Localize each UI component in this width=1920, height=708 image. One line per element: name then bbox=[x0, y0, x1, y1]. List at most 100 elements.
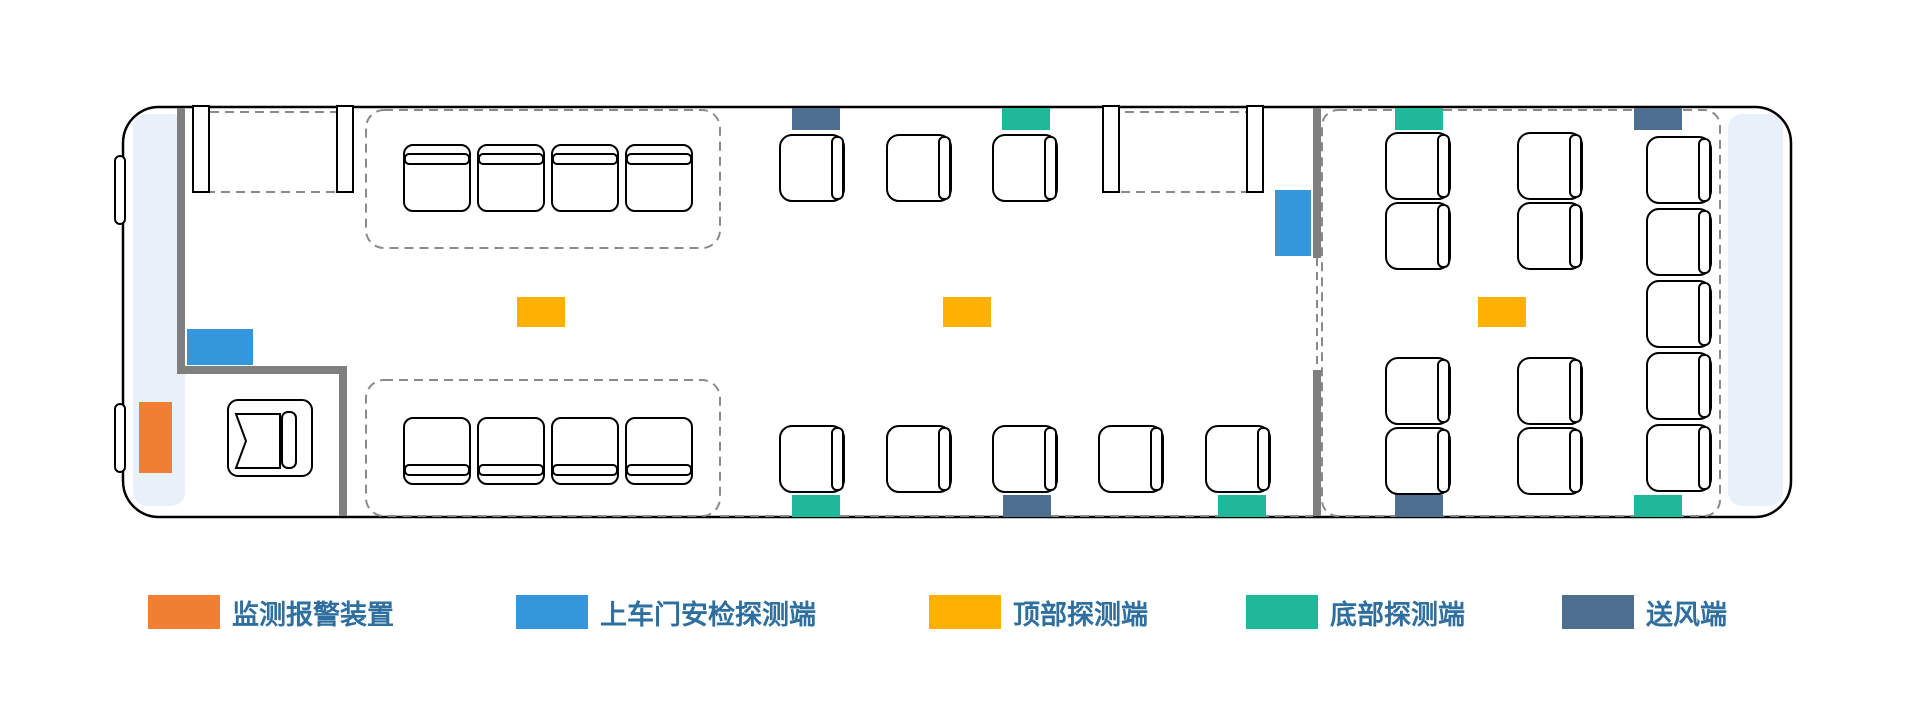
bottom-detector-marker-4 bbox=[1218, 495, 1266, 517]
seat-17 bbox=[1646, 136, 1712, 204]
driver-seat-back bbox=[281, 411, 297, 469]
door-detector-marker-middle bbox=[1275, 190, 1311, 256]
bench-seat-top-4-back bbox=[626, 153, 692, 165]
bench-seats bbox=[403, 144, 693, 485]
middle-door bbox=[1102, 105, 1264, 193]
legend-swatch-top-detector bbox=[929, 595, 1001, 629]
seat-10-back bbox=[1437, 204, 1450, 268]
legend-item-door-detector: 上车门安检探测端 bbox=[516, 594, 816, 631]
seat-13-back bbox=[1437, 359, 1450, 423]
driver-seat-cushion bbox=[234, 413, 281, 469]
front-bump-bottom bbox=[114, 403, 126, 473]
bottom-detector-marker-2 bbox=[1395, 108, 1443, 130]
bottom-detector-marker-1 bbox=[1002, 108, 1050, 130]
bench-seat-bottom-4-back bbox=[626, 464, 692, 476]
front-door bbox=[192, 105, 354, 193]
seat-11-back bbox=[1569, 134, 1582, 198]
front-seat-zone-top bbox=[365, 109, 721, 249]
bench-seat-bottom-2-back bbox=[478, 464, 544, 476]
seat-9-back bbox=[1437, 134, 1450, 198]
air-supply-marker-2 bbox=[1634, 108, 1682, 130]
bench-seat-bottom-1 bbox=[403, 417, 471, 485]
seat-15 bbox=[1517, 357, 1583, 425]
seat-11 bbox=[1517, 132, 1583, 200]
driver-wall-vertical bbox=[339, 366, 347, 516]
alarm-device-marker bbox=[139, 402, 172, 473]
top-detector-marker-2 bbox=[943, 297, 991, 327]
front-door-post-right bbox=[336, 105, 354, 193]
bench-seat-top-2-back bbox=[478, 153, 544, 165]
seat-2-back bbox=[938, 136, 951, 200]
seat-8-back bbox=[1257, 427, 1270, 491]
rear-zone bbox=[1728, 114, 1783, 506]
seat-7-back bbox=[1150, 427, 1163, 491]
bench-seat-top-3 bbox=[551, 144, 619, 212]
partition-lower bbox=[1313, 370, 1321, 516]
legend-item-top-detector: 顶部探测端 bbox=[929, 594, 1148, 631]
seat-1 bbox=[779, 134, 845, 202]
seat-18-back bbox=[1698, 210, 1711, 274]
legend-swatch-bottom-detector bbox=[1246, 595, 1318, 629]
seat-14 bbox=[1385, 427, 1451, 495]
seat-4-back bbox=[831, 427, 844, 491]
rear-seat-zone bbox=[1321, 109, 1721, 517]
partition-upper bbox=[1313, 108, 1321, 258]
seat-16 bbox=[1517, 427, 1583, 495]
seat-5 bbox=[886, 425, 952, 493]
seat-6 bbox=[992, 425, 1058, 493]
bottom-detector-marker-3 bbox=[792, 495, 840, 517]
seat-2 bbox=[886, 134, 952, 202]
driver-wall-horizontal bbox=[177, 366, 347, 374]
bench-seat-bottom-3 bbox=[551, 417, 619, 485]
legend-swatch-alarm-device bbox=[148, 595, 220, 629]
seat-21 bbox=[1646, 424, 1712, 492]
middle-door-post-left bbox=[1102, 105, 1120, 193]
seat-13 bbox=[1385, 357, 1451, 425]
legend-swatch-air-supply bbox=[1562, 595, 1634, 629]
seat-16-back bbox=[1569, 429, 1582, 493]
legend-label-air-supply: 送风端 bbox=[1646, 599, 1727, 631]
front-door-post-left bbox=[192, 105, 210, 193]
bench-seat-top-3-back bbox=[552, 153, 618, 165]
seat-5-back bbox=[938, 427, 951, 491]
bench-seat-top-2 bbox=[477, 144, 545, 212]
seat-19-back bbox=[1698, 282, 1711, 346]
seat-20-back bbox=[1698, 354, 1711, 418]
seat-7 bbox=[1098, 425, 1164, 493]
front-bump-top bbox=[114, 155, 126, 225]
legend-swatch-door-detector bbox=[516, 595, 588, 629]
air-supply-marker-4 bbox=[1395, 495, 1443, 517]
seat-15-back bbox=[1569, 359, 1582, 423]
legend-label-top-detector: 顶部探测端 bbox=[1013, 599, 1148, 631]
bench-seat-bottom-3-back bbox=[552, 464, 618, 476]
seat-20 bbox=[1646, 352, 1712, 420]
legend-item-bottom-detector: 底部探测端 bbox=[1246, 594, 1465, 631]
seat-12-back bbox=[1569, 204, 1582, 268]
seat-4 bbox=[779, 425, 845, 493]
seat-9 bbox=[1385, 132, 1451, 200]
seat-21-back bbox=[1698, 426, 1711, 490]
legend-label-alarm-device: 监测报警装置 bbox=[232, 599, 394, 631]
bench-seat-top-1-back bbox=[404, 153, 470, 165]
seat-14-back bbox=[1437, 429, 1450, 493]
seat-18 bbox=[1646, 208, 1712, 276]
seat-3-back bbox=[1044, 136, 1057, 200]
front-seat-zone-bottom bbox=[365, 379, 721, 517]
door-detector-marker-front bbox=[187, 329, 253, 365]
seat-19 bbox=[1646, 280, 1712, 348]
bench-seat-top-4 bbox=[625, 144, 693, 212]
top-detector-marker-1 bbox=[517, 297, 565, 327]
seat-1-back bbox=[831, 136, 844, 200]
front-wall bbox=[177, 108, 185, 374]
legend-item-alarm-device: 监测报警装置 bbox=[148, 594, 394, 631]
bottom-detector-marker-5 bbox=[1634, 495, 1682, 517]
seat-17-back bbox=[1698, 138, 1711, 202]
air-supply-marker-3 bbox=[1003, 495, 1051, 517]
air-supply-marker-1 bbox=[792, 108, 840, 130]
middle-door-post-right bbox=[1246, 105, 1264, 193]
seat-10 bbox=[1385, 202, 1451, 270]
seat-6-back bbox=[1044, 427, 1057, 491]
walls bbox=[177, 108, 1321, 516]
bench-seat-bottom-2 bbox=[477, 417, 545, 485]
legend-item-air-supply: 送风端 bbox=[1562, 594, 1727, 631]
